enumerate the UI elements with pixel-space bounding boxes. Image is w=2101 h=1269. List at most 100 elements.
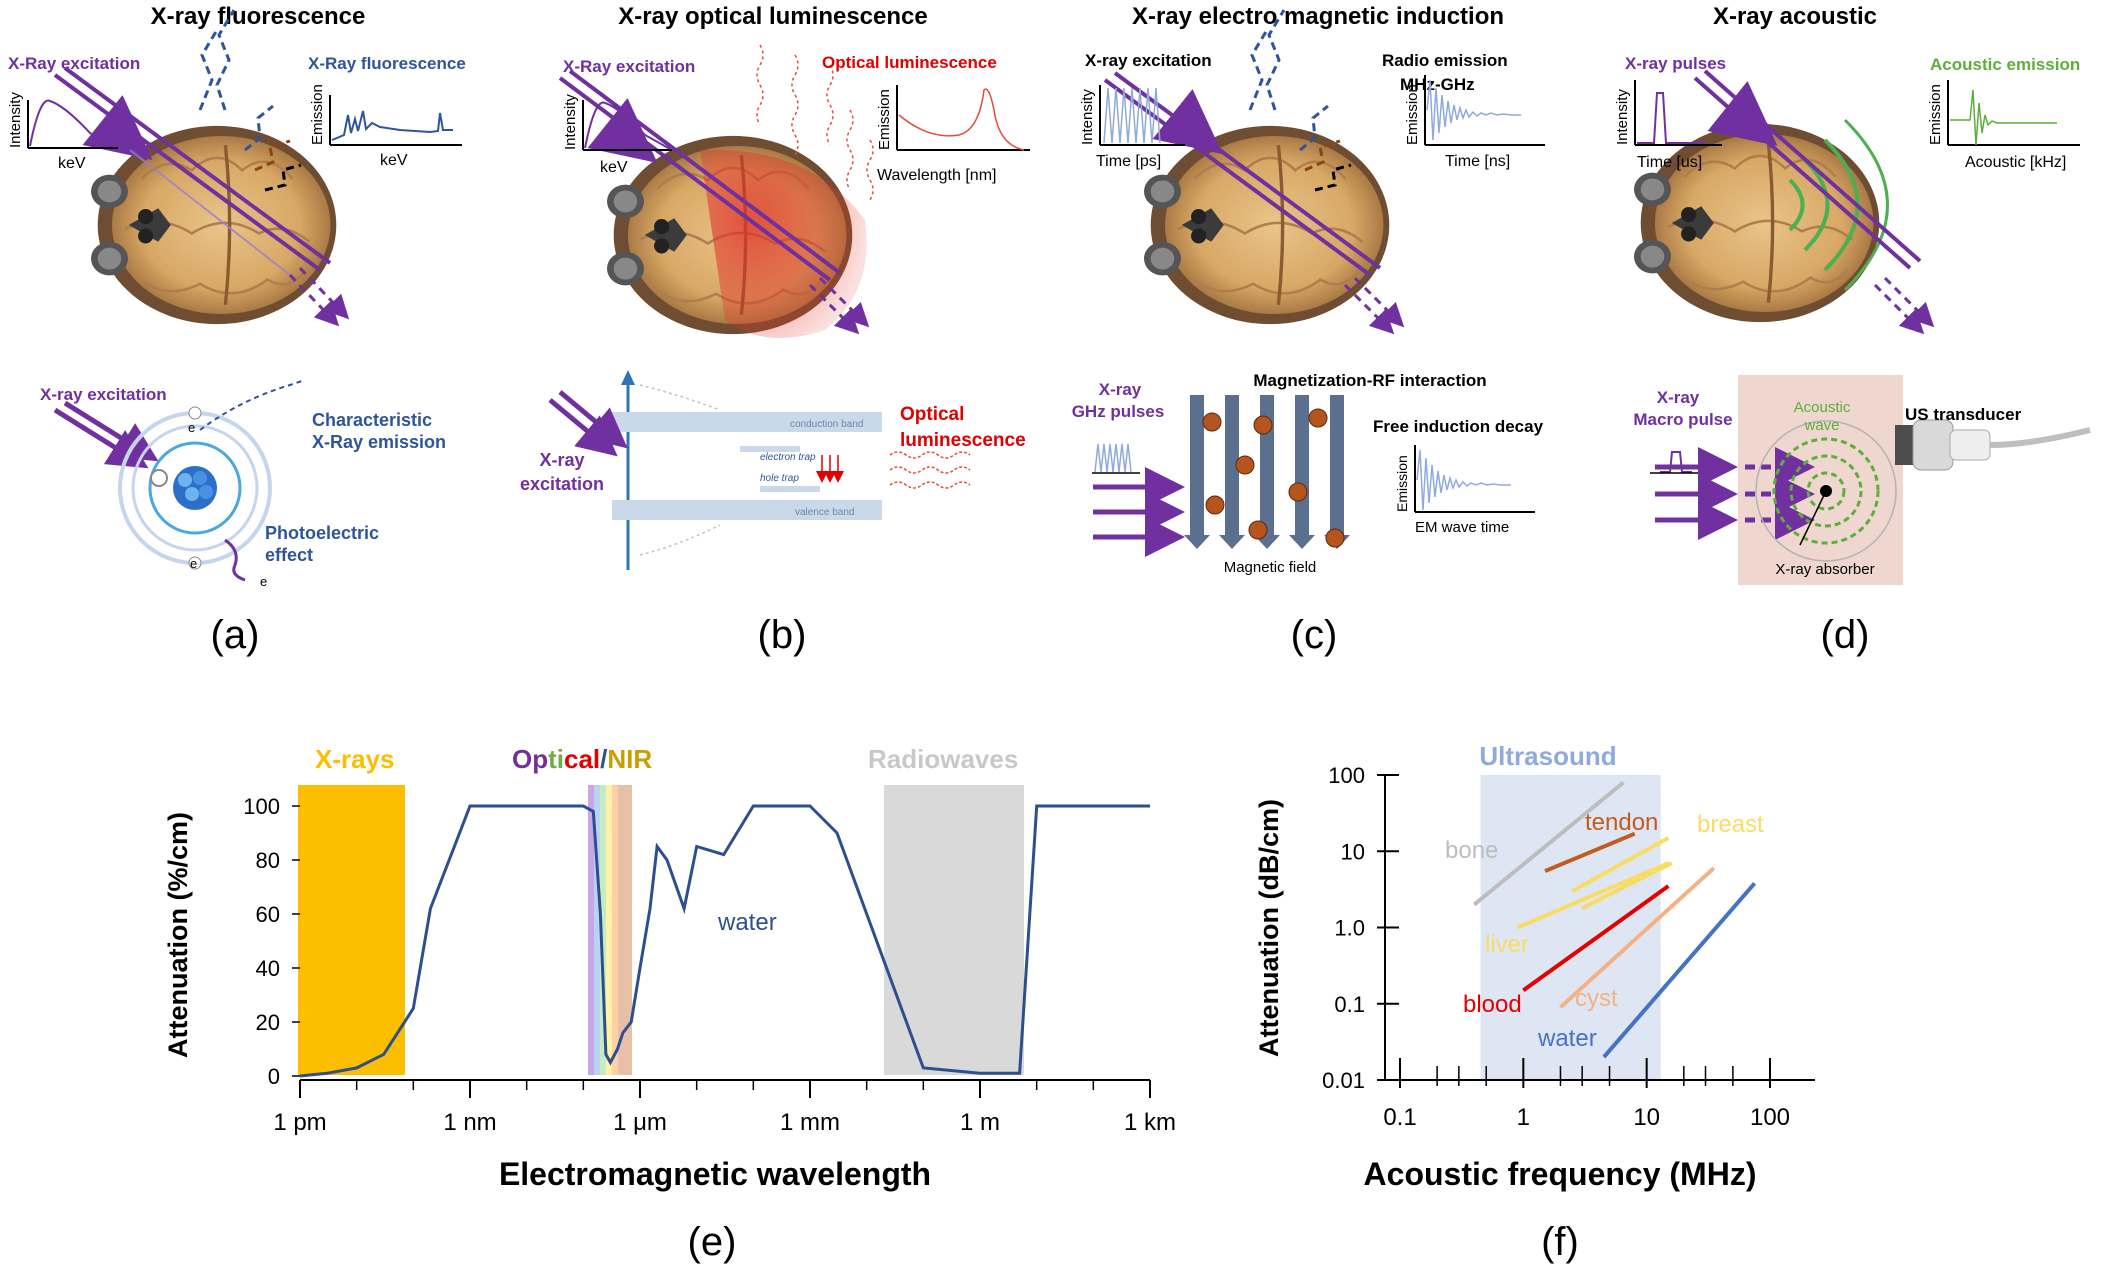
caption-b: (b): [758, 613, 807, 657]
xray-excitation-label: X-ray excitation: [1085, 51, 1212, 70]
kev-axis-label: keV: [58, 155, 86, 172]
us-transducer-label: US transducer: [1905, 405, 2022, 424]
panel-c-title: X-ray electro magnetic induction: [1132, 3, 1504, 30]
tendon-line: [1544, 831, 1636, 873]
xrays-band-label: X-rays: [315, 744, 395, 774]
y-tick-label: 80: [256, 848, 280, 873]
optical-band: [588, 785, 632, 1075]
xray-beam: [1693, 69, 1935, 335]
water-label: water: [1537, 1025, 1597, 1052]
radio-rays: [1248, 9, 1352, 192]
water-line: [1602, 881, 1757, 1059]
panel-c: X-ray electro magnetic induction X-ray e…: [1072, 3, 1545, 657]
radiowaves-band: [884, 785, 1024, 1075]
breast-label: breast: [1697, 811, 1764, 838]
intensity-axis-label: Intensity: [1079, 89, 1096, 145]
wavelength-axis-label: Wavelength [nm]: [877, 167, 996, 184]
chart-e-ylabel: Attenuation (%/cm): [163, 812, 193, 1058]
magnetization-diagram: Magnetic field: [1092, 395, 1350, 576]
fid-label: Free induction decay: [1373, 417, 1544, 436]
emission-axis-label: Emission: [876, 89, 893, 150]
x-tick-label: 100: [1750, 1104, 1790, 1131]
acoustic-khz-axis-label: Acoustic [kHz]: [1965, 154, 2066, 171]
chart-f-ylabel: Attenuation (dB/cm): [1254, 799, 1284, 1057]
bone-label: bone: [1445, 837, 1498, 864]
emission-axis-label: Emission: [1394, 455, 1410, 512]
em-wave-time-axis-label: EM wave time: [1415, 519, 1509, 536]
electron-label: e: [190, 556, 197, 571]
x-tick-label: 1 μm: [613, 1109, 667, 1136]
tissue-labels: bone tendon breast liver blood cyst wate…: [1445, 809, 1764, 1052]
xray-excitation-label: X-Ray excitation: [8, 54, 140, 73]
band-diagram: conduction band valence band electron tr…: [548, 370, 971, 570]
kev-axis-label: keV: [600, 159, 628, 176]
cyst-label: cyst: [1575, 985, 1618, 1012]
radio-emission-plot: Emission Time [ns]: [1404, 75, 1545, 170]
emission-axis-label: Emission: [309, 84, 326, 145]
intensity-axis-label: Intensity: [1614, 89, 1631, 145]
intensity-axis-label: Intensity: [7, 92, 24, 148]
y-tick-label: 1.0: [1334, 916, 1365, 941]
y-tick-label: 10: [1341, 839, 1365, 864]
blood-label: blood: [1463, 991, 1522, 1018]
panel-d-title: X-ray acoustic: [1713, 3, 1877, 30]
radiowaves-band-label: Radiowaves: [868, 744, 1018, 774]
valence-band-label: valence band: [795, 507, 855, 518]
kev-axis-label: keV: [380, 152, 408, 169]
electron-trap-label: electron trap: [760, 452, 816, 463]
xray-fluorescence-label: X-Ray fluorescence: [308, 54, 466, 73]
electron-label: e: [260, 574, 267, 589]
hole-trap-label: hole trap: [760, 473, 799, 484]
breast-line: [1571, 836, 1670, 893]
x-tick-label: 1 nm: [443, 1109, 496, 1136]
bottom-xray-excitation-label: X-ray excitation: [40, 385, 167, 404]
brain-section-image: [1142, 123, 1392, 327]
fluorescence-spectrum: Emission keV: [309, 84, 462, 169]
water-curve: [299, 804, 1150, 1078]
xrays-band-fill: [298, 785, 398, 1075]
caption-d: (d): [1821, 613, 1870, 657]
caption-f: (f): [1541, 1220, 1579, 1264]
xray-excitation-label: X-Ray excitation: [563, 57, 695, 76]
acoustic-emission-label: Acoustic emission: [1930, 55, 2080, 74]
excitation-spectrum: Intensity keV: [562, 94, 672, 176]
chart-e-xlabel: Electromagnetic wavelength: [499, 1156, 931, 1192]
y-tick-label: 100: [1328, 763, 1365, 788]
x-tick-label: 10: [1633, 1104, 1660, 1131]
optical-luminescence-label: Optical luminescence: [822, 53, 997, 72]
intensity-axis-label: Intensity: [562, 94, 579, 150]
x-tick-label: 1 mm: [780, 1109, 840, 1136]
conduction-band-label: conduction band: [790, 419, 863, 430]
y-tick-label: 100: [243, 794, 280, 819]
y-tick-label: 40: [256, 956, 280, 981]
bone-line: [1472, 780, 1625, 907]
panel-b: X-ray optical luminescence X-Ray excitat…: [520, 3, 1030, 657]
panel-a: X-ray fluorescence X-Ray excitation Inte…: [7, 3, 466, 657]
y-tick-label: 20: [256, 1010, 280, 1035]
x-tick-label: 0.1: [1383, 1104, 1416, 1131]
xray-absorber-label: X-ray absorber: [1775, 561, 1874, 578]
emission-axis-label: Emission: [1927, 84, 1944, 145]
xray-pulses-label: X-ray pulses: [1625, 54, 1726, 73]
fid-plot: Emission EM wave time: [1394, 445, 1535, 536]
pulse-plot: Intensity Time [us]: [1614, 80, 1722, 171]
conduction-band: [612, 412, 882, 432]
fluorescence-rays: [198, 9, 302, 192]
acoustic-emission-plot: Emission Acoustic [kHz]: [1927, 80, 2080, 171]
luminescence-spectrum: Emission Wavelength [nm]: [876, 85, 1030, 184]
magnetic-field-label: Magnetic field: [1224, 559, 1317, 576]
y-tick-label: 0: [268, 1064, 280, 1089]
caption-e: (e): [688, 1220, 737, 1264]
panel-d: X-ray acoustic X-ray pulses Intensity Ti…: [1614, 3, 2091, 657]
luminescence-rays: [756, 44, 874, 201]
